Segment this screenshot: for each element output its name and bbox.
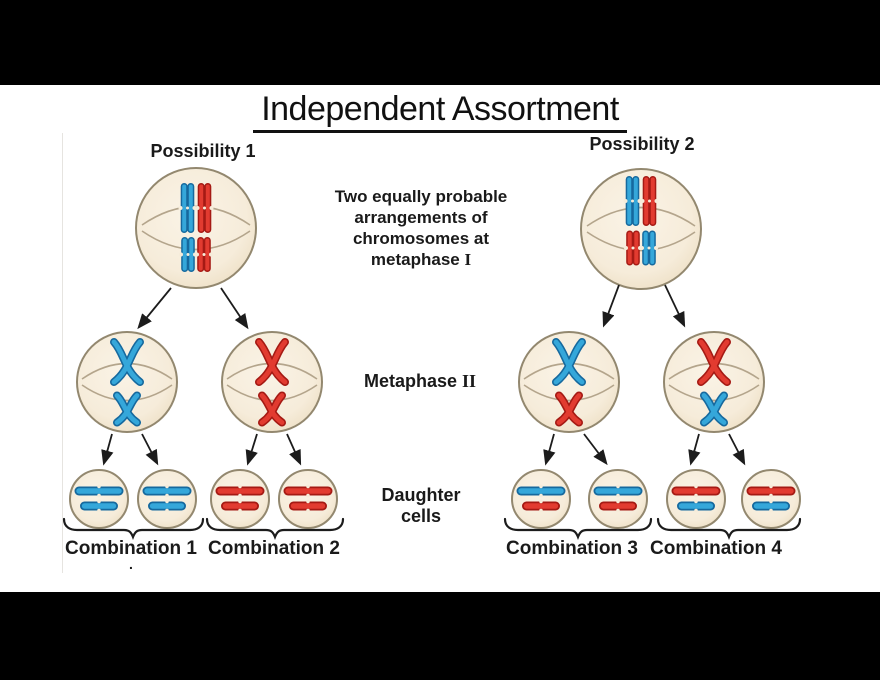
metaphase2-cell-2	[221, 331, 323, 433]
daughter-cell-7	[666, 469, 726, 529]
daughter-cell-1	[69, 469, 129, 529]
combination-4-label: Combination 4	[650, 538, 782, 559]
possibility-1-label: Possibility 1	[150, 141, 256, 161]
daughter-cell-2	[137, 469, 197, 529]
possibility-2-label: Possibility 2	[589, 134, 695, 154]
metaphase1-annotation: Two equally probable arrangements of chr…	[301, 186, 541, 270]
daughter-cell-4	[278, 469, 338, 529]
arrows-metaphase2-to-daughters	[101, 433, 746, 466]
daughter-cell-6	[588, 469, 648, 529]
metaphase1-roman-numeral: I	[464, 250, 472, 269]
page-title: Independent Assortment	[0, 90, 880, 133]
arrows-metaphase1-to-metaphase2	[137, 284, 686, 330]
combination-2-label: Combination 2	[208, 538, 340, 559]
metaphase2-roman-numeral: II	[462, 371, 477, 391]
page-title-text: Independent Assortment	[253, 90, 627, 133]
metaphase1-cell-possibility-2	[580, 168, 702, 290]
combination-1-label: Combination 1	[65, 538, 197, 559]
metaphase2-cell-3	[518, 331, 620, 433]
combination-braces	[62, 517, 802, 540]
daughter-cell-5	[511, 469, 571, 529]
daughter-cell-3	[210, 469, 270, 529]
image-edge-line	[62, 133, 63, 573]
metaphase2-label: Metaphase II	[364, 371, 476, 392]
metaphase2-label-text: Metaphase	[363, 371, 458, 391]
metaphase2-cell-1	[76, 331, 178, 433]
combination-3-label: Combination 3	[506, 538, 638, 559]
metaphase1-annotation-text: Two equally probable arrangements of chr…	[334, 187, 508, 269]
metaphase1-cell-possibility-1	[135, 167, 257, 289]
daughter-cells-label: Daughter cells	[381, 485, 461, 526]
stray-dot: .	[129, 556, 133, 572]
daughter-cell-8	[741, 469, 801, 529]
metaphase2-cell-4	[663, 331, 765, 433]
